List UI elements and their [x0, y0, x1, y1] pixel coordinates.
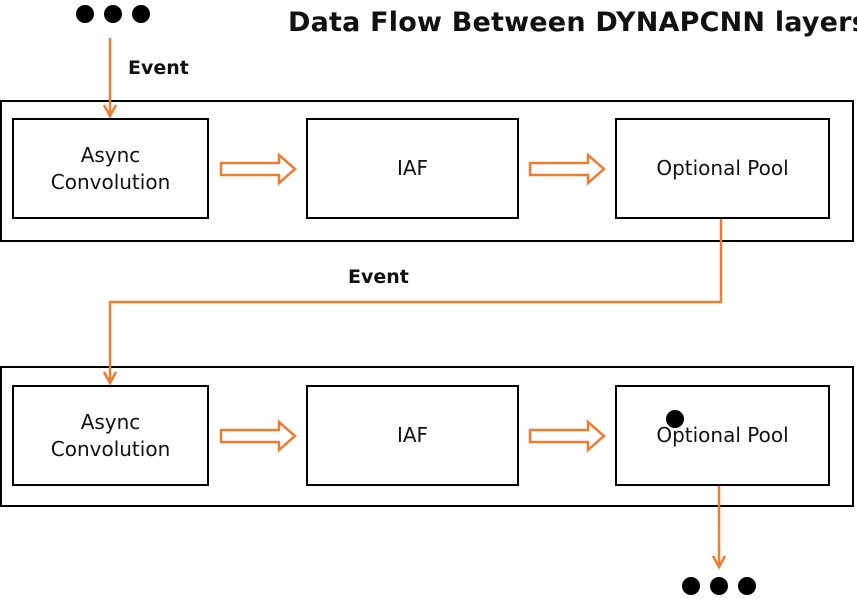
diagram-title: Data Flow Between DYNAPCNN layers: [288, 7, 857, 38]
dot: [104, 5, 122, 23]
dot: [682, 577, 700, 595]
layer-2-async-convolution-block: Async Convolution: [12, 385, 209, 486]
block-label-line: IAF: [396, 423, 429, 447]
layer-1-optional-pool-block: Optional Pool: [615, 118, 830, 219]
block-label-line: Async: [80, 409, 141, 434]
ellipsis-dots-icon: [682, 577, 756, 595]
layer-1-async-convolution-block: Async Convolution: [12, 118, 209, 219]
dot: [76, 5, 94, 23]
block-label-line: Convolution: [50, 169, 171, 194]
layer-2-optional-pool-block: Optional Pool: [615, 385, 830, 486]
event-label-between-layers: Event: [348, 266, 409, 288]
dot: [132, 5, 150, 23]
layer-2-iaf-block: IAF: [306, 385, 519, 486]
inter-layer-event-line: [108, 219, 723, 381]
ellipsis-dots-icon: [76, 5, 150, 23]
dot: [738, 577, 756, 595]
block-label-line: Async: [80, 142, 141, 167]
dot: [710, 577, 728, 595]
block-label-line: Convolution: [50, 436, 171, 461]
block-label-line: Optional Pool: [656, 156, 789, 180]
down-arrow-icon: [711, 555, 727, 570]
layer-1-iaf-block: IAF: [306, 118, 519, 219]
block-label-line: IAF: [396, 156, 429, 180]
stray-dot-icon: [666, 410, 684, 428]
event-label-input: Event: [128, 57, 189, 79]
